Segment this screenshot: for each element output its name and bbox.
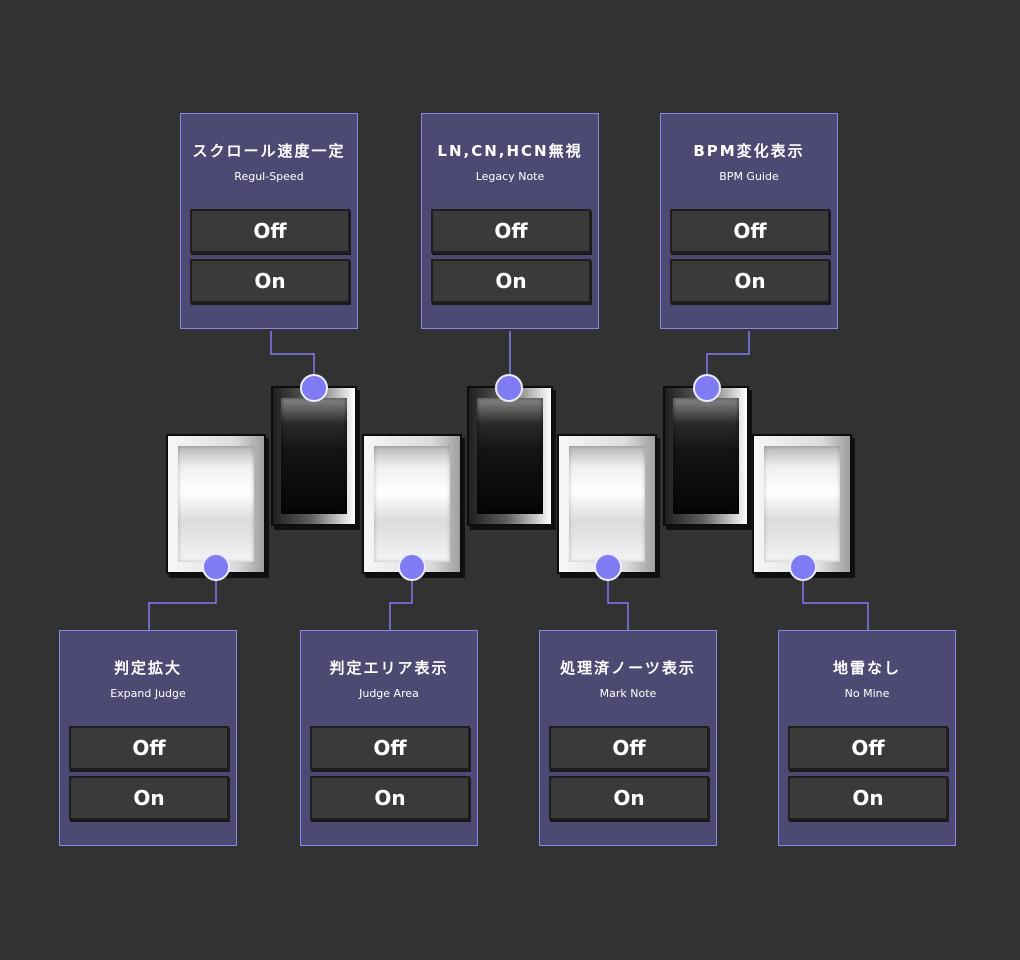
connector-regul-speed bbox=[270, 331, 315, 374]
panel-mark-note: 処理済ノーツ表示 Mark Note Off On bbox=[539, 630, 717, 846]
connector-no-mine bbox=[802, 580, 869, 630]
panel-subtitle: Regul-Speed bbox=[234, 170, 304, 183]
key-6 bbox=[663, 386, 749, 526]
panel-title: BPM変化表示 bbox=[693, 142, 805, 160]
panel-title: スクロール速度一定 bbox=[192, 142, 346, 160]
on-button[interactable]: On bbox=[190, 259, 350, 303]
off-button[interactable]: Off bbox=[69, 726, 229, 770]
panel-regul-speed: スクロール速度一定 Regul-Speed Off On bbox=[180, 113, 358, 329]
connector-dot-key-6 bbox=[693, 374, 721, 402]
panel-no-mine: 地雷なし No Mine Off On bbox=[778, 630, 956, 846]
panel-bpm-guide: BPM変化表示 BPM Guide Off On bbox=[660, 113, 838, 329]
panel-expand-judge: 判定拡大 Expand Judge Off On bbox=[59, 630, 237, 846]
panel-title: LN,CN,HCN無視 bbox=[437, 142, 583, 160]
on-button[interactable]: On bbox=[549, 776, 709, 820]
connector-expand-judge bbox=[148, 580, 217, 630]
off-button[interactable]: Off bbox=[670, 209, 830, 253]
connector-dot-key-7 bbox=[789, 553, 817, 581]
on-button[interactable]: On bbox=[788, 776, 948, 820]
on-button[interactable]: On bbox=[310, 776, 470, 820]
panel-subtitle: No Mine bbox=[844, 687, 890, 700]
panel-subtitle: BPM Guide bbox=[719, 170, 779, 183]
panel-title: 判定拡大 bbox=[113, 659, 182, 677]
off-button[interactable]: Off bbox=[190, 209, 350, 253]
panel-title: 地雷なし bbox=[832, 659, 901, 677]
connector-dot-key-1 bbox=[202, 553, 230, 581]
panel-legacy-note: LN,CN,HCN無視 Legacy Note Off On bbox=[421, 113, 599, 329]
on-button[interactable]: On bbox=[670, 259, 830, 303]
connector-dot-key-3 bbox=[398, 553, 426, 581]
connector-mark-note bbox=[607, 580, 629, 630]
off-button[interactable]: Off bbox=[310, 726, 470, 770]
on-button[interactable]: On bbox=[431, 259, 591, 303]
panel-title: 判定エリア表示 bbox=[329, 659, 449, 677]
connector-bpm-guide bbox=[706, 331, 750, 374]
connector-dot-key-4 bbox=[495, 374, 523, 402]
on-button[interactable]: On bbox=[69, 776, 229, 820]
panel-subtitle: Expand Judge bbox=[110, 687, 186, 700]
key-5 bbox=[557, 434, 657, 574]
connector-dot-key-5 bbox=[594, 553, 622, 581]
panel-subtitle: Judge Area bbox=[359, 687, 419, 700]
panel-subtitle: Legacy Note bbox=[475, 170, 545, 183]
panel-judge-area: 判定エリア表示 Judge Area Off On bbox=[300, 630, 478, 846]
connector-dot-key-2 bbox=[300, 374, 328, 402]
panel-subtitle: Mark Note bbox=[599, 687, 657, 700]
connector-judge-area bbox=[389, 580, 413, 630]
key-3 bbox=[362, 434, 462, 574]
off-button[interactable]: Off bbox=[788, 726, 948, 770]
panel-title: 処理済ノーツ表示 bbox=[560, 659, 696, 677]
key-7 bbox=[752, 434, 852, 574]
off-button[interactable]: Off bbox=[549, 726, 709, 770]
off-button[interactable]: Off bbox=[431, 209, 591, 253]
key-4 bbox=[467, 386, 553, 526]
key-1 bbox=[166, 434, 266, 574]
key-2 bbox=[271, 386, 357, 526]
